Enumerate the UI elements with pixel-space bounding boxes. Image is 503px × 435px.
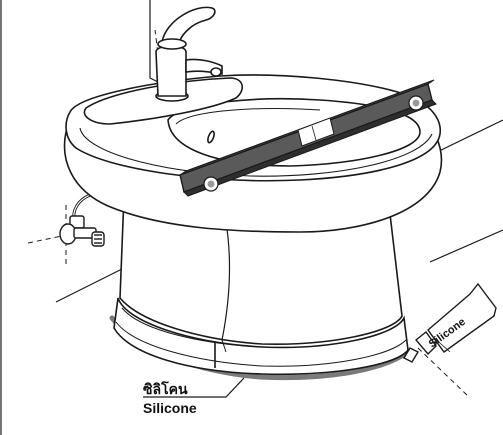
- wall-floor-line-left: [55, 264, 131, 303]
- callout-leader-line: [143, 377, 245, 398]
- callout-label-thai: ซิลิโคน: [143, 382, 188, 398]
- silicone-tube: [403, 282, 497, 363]
- spirit-level: [179, 79, 437, 197]
- wall-line-right: [434, 119, 503, 154]
- guide-horizontal: [27, 235, 63, 244]
- stop-valve: [59, 193, 105, 247]
- wall-corner-line: [149, 0, 159, 83]
- faucet: [155, 6, 223, 102]
- wall-floor-line-right: [429, 229, 503, 263]
- callout-label-english: Silicone: [143, 400, 197, 416]
- guide-tube: [417, 347, 471, 399]
- bidet-pedestal: [119, 195, 403, 353]
